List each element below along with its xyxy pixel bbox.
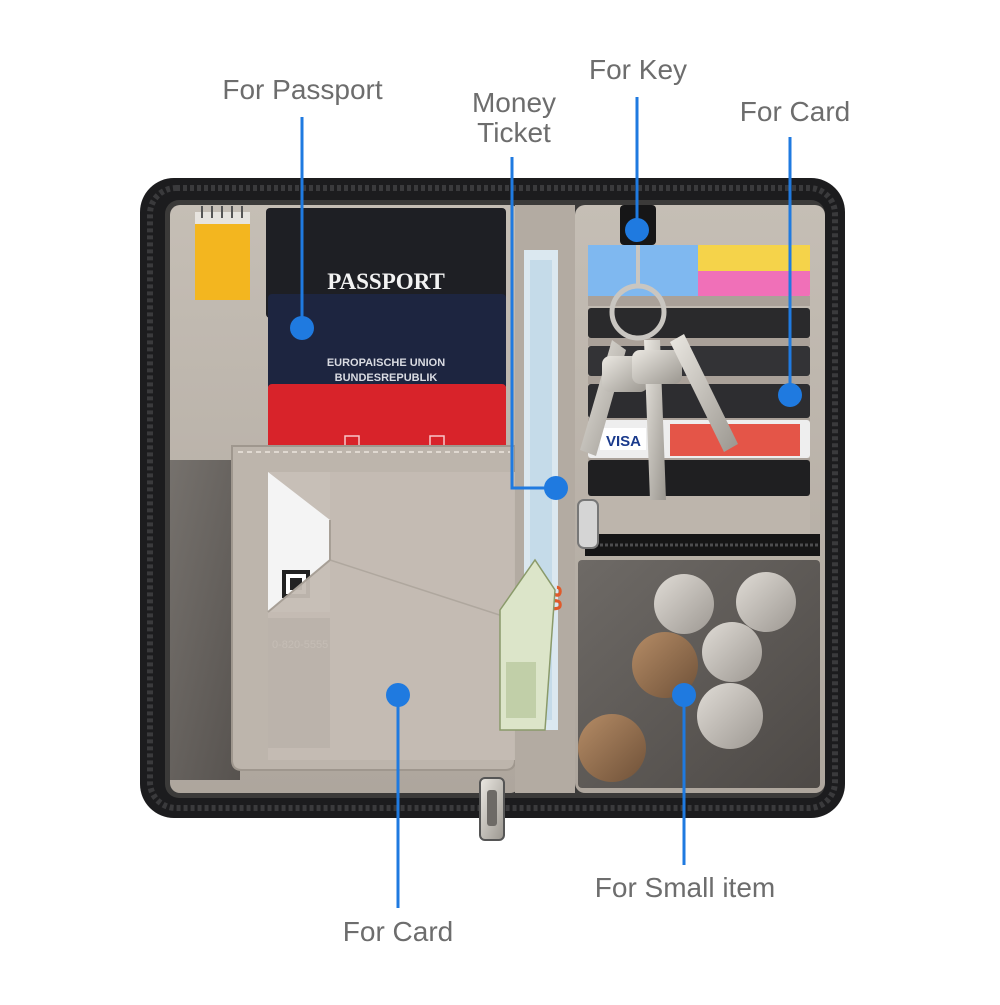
passport-black: PASSPORT	[266, 208, 506, 318]
marker-money	[544, 476, 568, 500]
card-brand: VISA	[606, 433, 641, 450]
passport-cover-line2: BUNDESREPUBLIK	[335, 372, 438, 384]
right-panel: VISA	[575, 205, 825, 793]
marker-card-right	[778, 383, 802, 407]
zipper-pull	[479, 777, 505, 841]
label-ticket: Ticket	[477, 117, 551, 148]
label-for-small-item: For Small item	[594, 872, 776, 903]
label-for-passport: For Passport	[222, 74, 383, 105]
passport-title: PASSPORT	[327, 269, 445, 294]
passport-navy: EUROPAISCHE UNION BUNDESREPUBLIK	[268, 294, 506, 390]
marker-passport	[290, 316, 314, 340]
notepad	[195, 206, 250, 300]
callout-markers	[290, 218, 802, 707]
label-money: Money	[471, 87, 557, 118]
marker-small-item	[672, 683, 696, 707]
label-for-card-right: For Card	[739, 96, 851, 127]
label-for-card-bottom: For Card	[342, 916, 454, 947]
label-for-key: For Key	[588, 54, 688, 85]
passport-cover-line1: EUROPAISCHE UNION	[327, 357, 445, 369]
card-pocket-left: 0-820-5555	[231, 445, 516, 771]
marker-key	[625, 218, 649, 242]
marker-card-bottom	[386, 683, 410, 707]
money-slot: 20	[499, 205, 575, 793]
passport-red	[268, 384, 506, 454]
callout-lines	[300, 97, 792, 908]
